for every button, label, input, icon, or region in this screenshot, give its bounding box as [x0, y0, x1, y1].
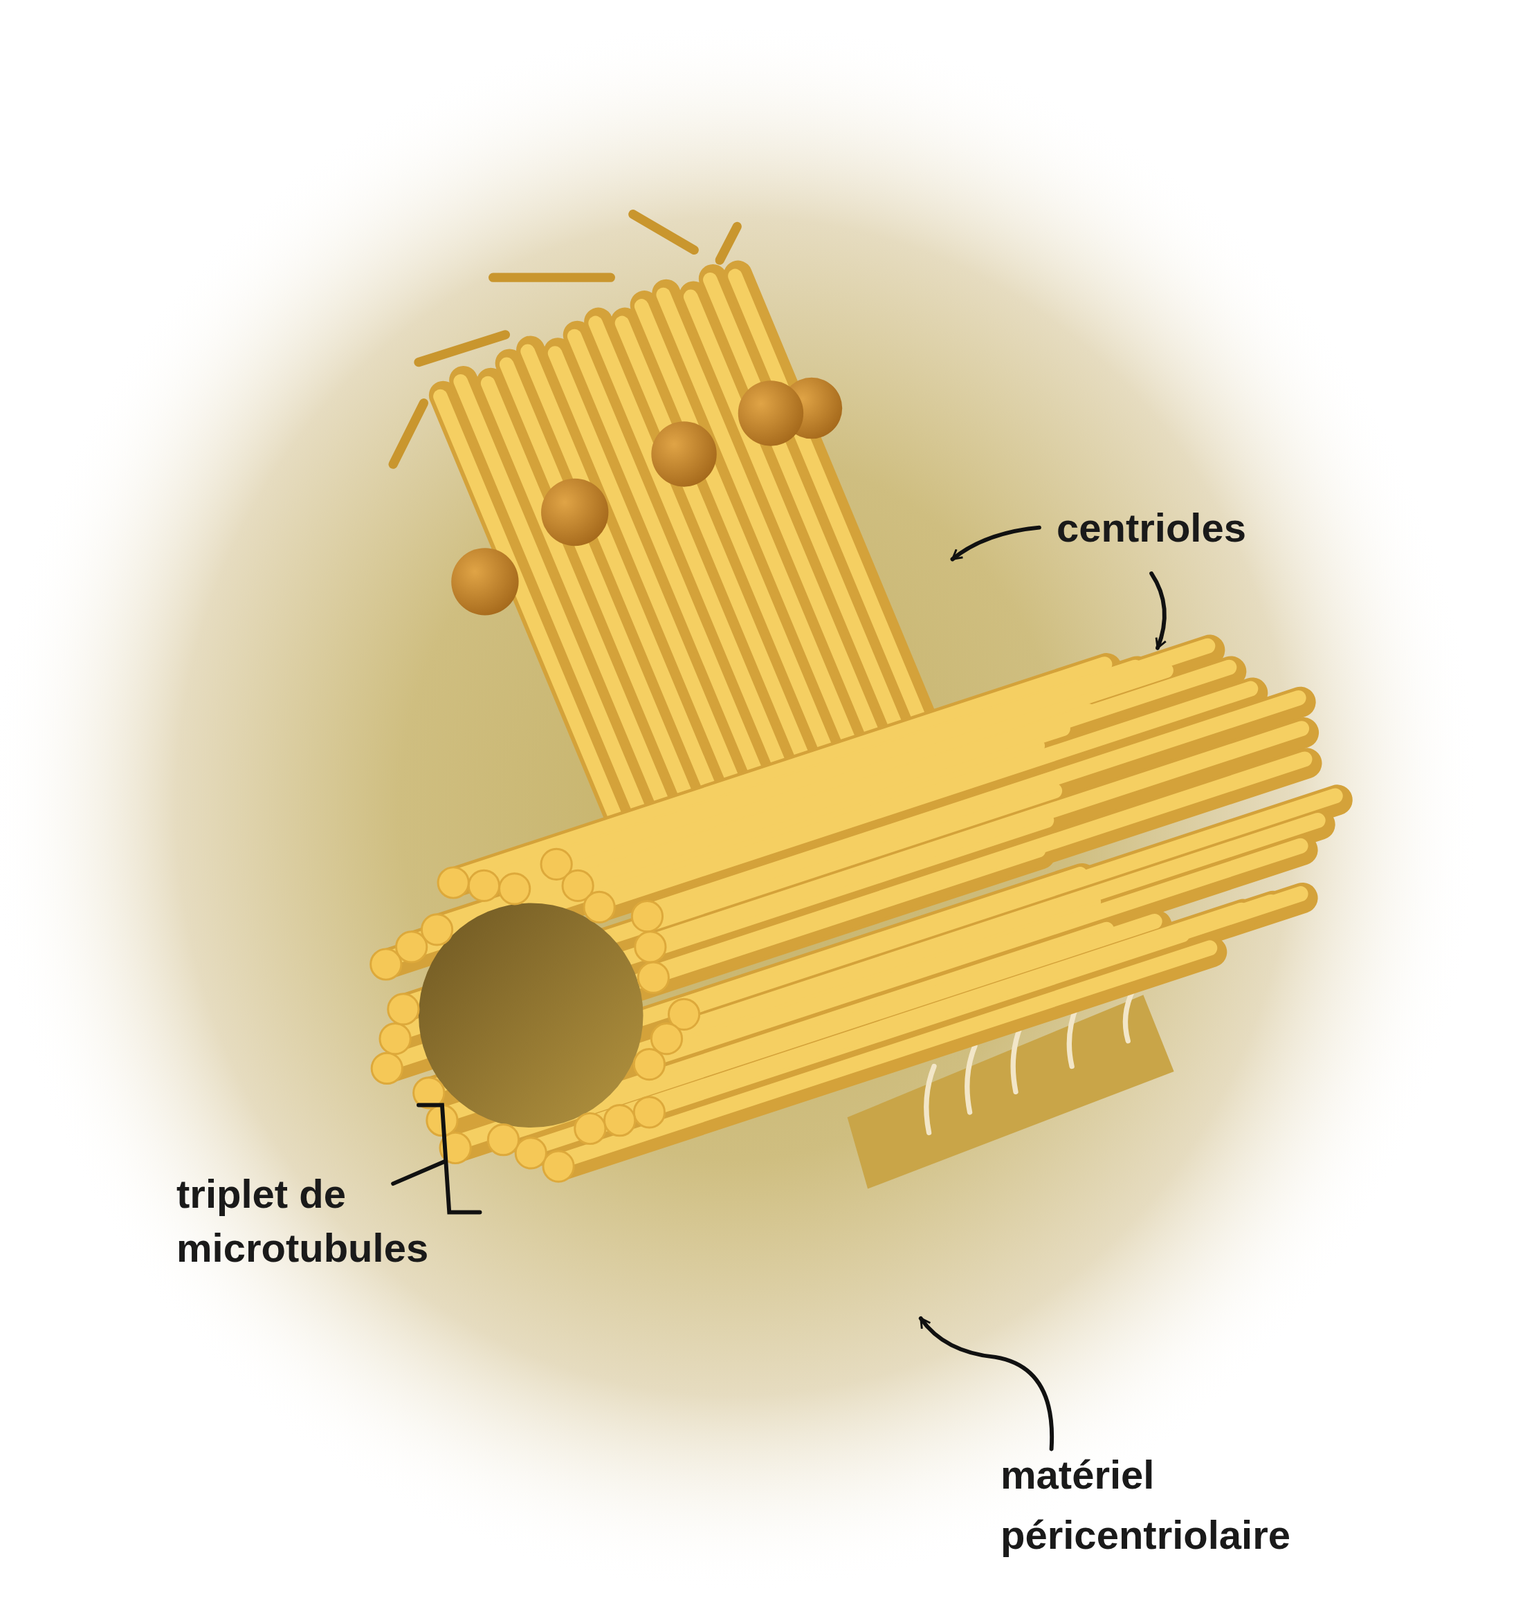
part-label: triplet de microtubules	[176, 1167, 474, 1276]
pericentriolar-material	[0, 20, 1481, 1593]
satellite	[451, 377, 843, 616]
centriole	[370, 646, 1338, 1182]
leader-line	[393, 527, 1165, 1450]
part-label: matériel péricentriolaire	[1000, 1444, 1388, 1566]
part-label: centrioles	[1056, 500, 1445, 555]
